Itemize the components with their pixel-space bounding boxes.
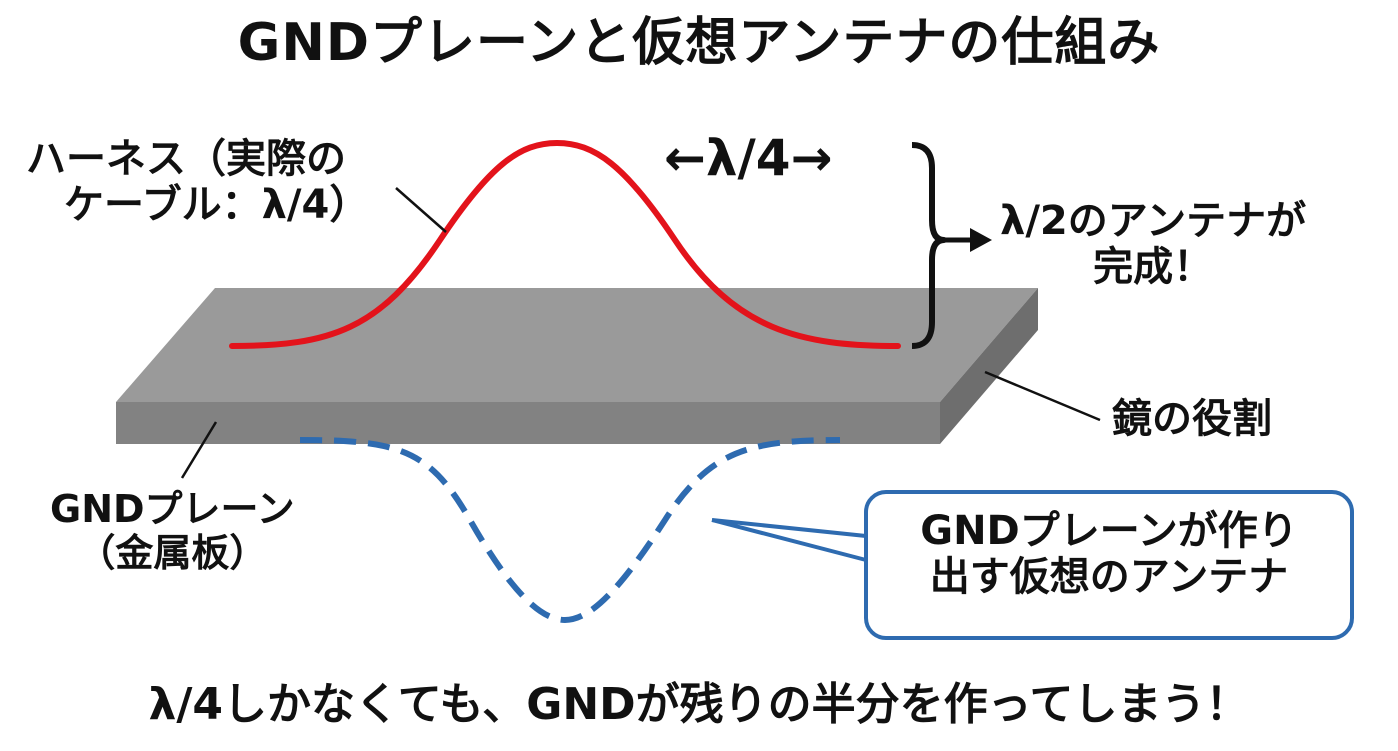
gnd-plane-label: GNDプレーン （金属板） — [50, 487, 295, 575]
mirror-label: 鏡の役割 — [1112, 396, 1272, 442]
page-title: GNDプレーンと仮想アンテナの仕組み — [237, 13, 1161, 73]
footer-caption: λ/4しかなくても、GNDが残りの半分を作ってしまう！ — [148, 679, 1250, 730]
harness-label-line2: ケーブル：λ/4） — [64, 182, 370, 228]
callout-tail-upper — [711, 518, 867, 538]
lambda-quarter-label: ←λ/4→ — [664, 129, 833, 187]
result-label-line1: λ/2のアンテナが — [1000, 198, 1307, 244]
harness-label: ハーネス（実際の ケーブル：λ/4） — [26, 136, 369, 228]
harness-wave — [229, 139, 901, 349]
result-label: λ/2のアンテナが 完成！ — [1000, 198, 1306, 290]
gnd-plane-label-line2: （金属板） — [77, 530, 268, 575]
virtual-antenna-callout-line1: GNDプレーンが作り — [920, 508, 1298, 554]
virtual-antenna-callout: GNDプレーンが作り 出す仮想のアンテナ — [864, 508, 1354, 600]
plane-leader-line — [180, 421, 218, 479]
gnd-plane-label-line1: GNDプレーン — [50, 487, 295, 531]
gnd-plane-top — [116, 288, 1038, 402]
result-label-line2: 完成！ — [1093, 244, 1214, 290]
virtual-antenna-callout-line2: 出す仮想のアンテナ — [929, 554, 1289, 600]
virtual-antenna-wave — [299, 437, 841, 624]
harness-label-line1: ハーネス（実際の — [26, 136, 346, 182]
callout-box — [864, 490, 1354, 640]
mirror-leader-line — [984, 370, 1101, 422]
gnd-plane-side — [940, 288, 1038, 444]
result-arrow-head — [970, 228, 992, 252]
callout-tail-lower — [711, 518, 867, 562]
harness-leader-line — [395, 187, 447, 233]
gnd-plane-front — [116, 402, 940, 444]
